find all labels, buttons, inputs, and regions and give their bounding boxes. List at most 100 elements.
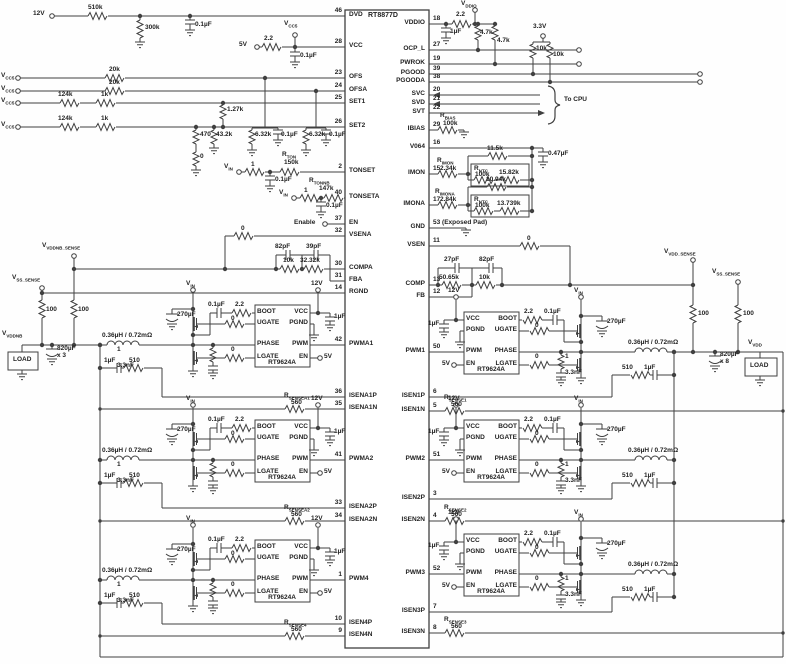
r-10k-pgooda: 10k xyxy=(553,51,564,58)
phase1-rsense-name: RSENSEA2 xyxy=(284,504,310,513)
r-1-tonseta: 1 xyxy=(304,187,308,194)
left-pin-label-VCC: VCC xyxy=(349,42,363,49)
phase3-c_vcc-7: 1µF xyxy=(428,320,440,327)
phase1-part-22: RT9624A xyxy=(268,474,296,481)
phase4-c_in-2: 270µF xyxy=(607,426,626,433)
r-100-right-1: 100 xyxy=(698,310,709,317)
rt8877d-chip-outline xyxy=(344,9,430,649)
right-pin-label-ISEN1N: ISEN1N xyxy=(401,406,425,413)
right-pin-num-FB: 12 xyxy=(433,288,441,295)
phase1-phase-16: PHASE xyxy=(257,455,280,462)
to-cpu: To CPU xyxy=(564,96,587,103)
phase4-c_snub-13: 3.3nF xyxy=(565,477,582,484)
phase0-rsense-val: 560 xyxy=(291,399,302,406)
right-pin-label-FB: FB xyxy=(416,292,425,299)
right-pin-num-VDDIO: 18 xyxy=(433,15,441,22)
phase4-inductor-9: 0.36µH / 0.72mΩ xyxy=(628,447,679,454)
phase1-pwm-20: PWM xyxy=(292,455,308,462)
phase3-pgnd-15: PGND xyxy=(466,326,485,333)
right-pin-num-PWM1: 50 xyxy=(433,343,441,350)
phase5-rsense-val: 560 xyxy=(451,623,462,630)
phase4-en-17: EN xyxy=(466,468,476,475)
left-pin-num-VSENA: 32 xyxy=(334,227,342,234)
phase4-c_sense-10: 1µF xyxy=(644,472,656,479)
phase3-c_snub-13: 3.3nF xyxy=(565,369,582,376)
phase0-c_boot-3: 0.1µF xyxy=(208,301,225,308)
phase2-r_sense_s-11: 510 xyxy=(129,592,140,599)
supply-3v3: 3.3V xyxy=(533,23,547,30)
right-pin-num-SVT: 22 xyxy=(433,104,441,111)
vcc5-set1: VCC5 xyxy=(1,97,15,106)
right-pin-num-GND: 53 (Exposed Pad) xyxy=(433,219,488,226)
phase4-c_vcc-7: 1µF xyxy=(428,428,440,435)
phase1-r_zero-6: 0 xyxy=(231,461,235,468)
c-tonseta: 0.1µF xyxy=(326,202,343,209)
left-pin-label-PWM4: PWM4 xyxy=(349,575,369,582)
left-pin-num-VCC: 28 xyxy=(334,38,342,45)
r-124k-set2: 124k xyxy=(58,115,73,122)
phase1-c_boot-3: 0.1µF xyxy=(208,416,225,423)
left-pin-num-ISENA2N: 34 xyxy=(334,512,342,519)
phase2-c_vcc-7: 1µF xyxy=(334,548,346,555)
r-10p94k: 10.94k xyxy=(486,176,506,183)
left-pin-num-PWM4: 1 xyxy=(338,571,342,578)
left-pin-num-EN: 37 xyxy=(334,215,342,222)
chip-title: RT8877D xyxy=(368,12,398,19)
phase2-lgate-17: LGATE xyxy=(257,588,279,595)
left-pin-label-RGND: RGND xyxy=(349,288,369,295)
phase3-ugate-19: UGATE xyxy=(494,326,517,333)
left-pin-num-PWMA1: 42 xyxy=(334,336,342,343)
load-right: LOAD xyxy=(750,362,769,369)
phase1-ugate-15: UGATE xyxy=(257,434,280,441)
phase5-c_in-2: 270µF xyxy=(607,540,626,547)
r-50p65k: 50.65k xyxy=(439,274,459,281)
phase2-c_in-2: 270µF xyxy=(177,546,196,553)
r-2r2-vddio: 2.2 xyxy=(456,11,466,18)
r-6p32k-2: 6.32k xyxy=(309,131,326,138)
c-set-1: 0.1µF xyxy=(281,131,298,138)
c-set-2: 0.1µF xyxy=(329,131,346,138)
left-pin-label-TONSET: TONSET xyxy=(349,167,376,174)
phase3-r_snub-12: 1 xyxy=(565,353,569,360)
right-pin-label-COMP: COMP xyxy=(405,280,426,287)
phase1-c_vcc-7: 1µF xyxy=(334,428,346,435)
phase2-inductor-9: 0.36µH / 0.72mΩ xyxy=(102,567,153,574)
phase3-boot-18: BOOT xyxy=(498,315,517,322)
left-pin-label-EN: EN xyxy=(349,219,359,226)
r-0-vsen: 0 xyxy=(527,235,531,242)
phase4-ugate-19: UGATE xyxy=(494,434,517,441)
right-pin-label-PWM1: PWM1 xyxy=(405,347,426,354)
r-tonnb-val: 147k xyxy=(319,185,334,192)
c-1uf-vddio: 1µF xyxy=(450,28,462,35)
phase1-pgnd-19: PGND xyxy=(289,434,308,441)
left-pin-label-ISENA2N: ISENA2N xyxy=(349,516,378,523)
right-pin-num-ISEN2P: 3 xyxy=(433,490,437,497)
r-imona: RIMONA xyxy=(435,188,455,197)
left-pin-label-ISEN4N: ISEN4N xyxy=(349,631,373,638)
r-imona-val: 2.84k xyxy=(440,196,457,203)
right-pin-label-SVD: SVD xyxy=(411,99,425,106)
phase3-en-17: EN xyxy=(466,360,476,367)
phase0-r_zero-6: 0 xyxy=(231,346,235,353)
phase2-r_zero-6: 0 xyxy=(231,581,235,588)
c-0p47uf: 0.47µF xyxy=(548,150,569,157)
left-pin-label-ISENA1N: ISENA1N xyxy=(349,404,378,411)
r-510k: 510k xyxy=(88,4,103,11)
right-pin-label-ISEN3P: ISEN3P xyxy=(401,607,425,614)
phase1-lgate-17: LGATE xyxy=(257,468,279,475)
phase2-ugate-15: UGATE xyxy=(257,554,280,561)
phase3-r_sense_s-11: 510 xyxy=(622,364,633,371)
phase0-vin-0: VIN xyxy=(186,280,195,289)
right-pin-label-ISEN2N: ISEN2N xyxy=(401,516,425,523)
phase5-phase-20: PHASE xyxy=(494,569,517,576)
phase3-r_zero-6: 0 xyxy=(535,353,539,360)
phase4-lgate-21: LGATE xyxy=(495,468,517,475)
right-pin-label-IBIAS: IBIAS xyxy=(407,125,425,132)
vcc5-set2: VCC5 xyxy=(1,121,15,130)
phase3-v5-8: 5V xyxy=(442,360,450,367)
right-pin-num-IMONA: 17 xyxy=(433,196,441,203)
right-pin-num-PGOODA: 38 xyxy=(433,73,441,80)
r-124k-set1: 124k xyxy=(58,91,73,98)
left-pin-num-OFS: 23 xyxy=(334,69,342,76)
